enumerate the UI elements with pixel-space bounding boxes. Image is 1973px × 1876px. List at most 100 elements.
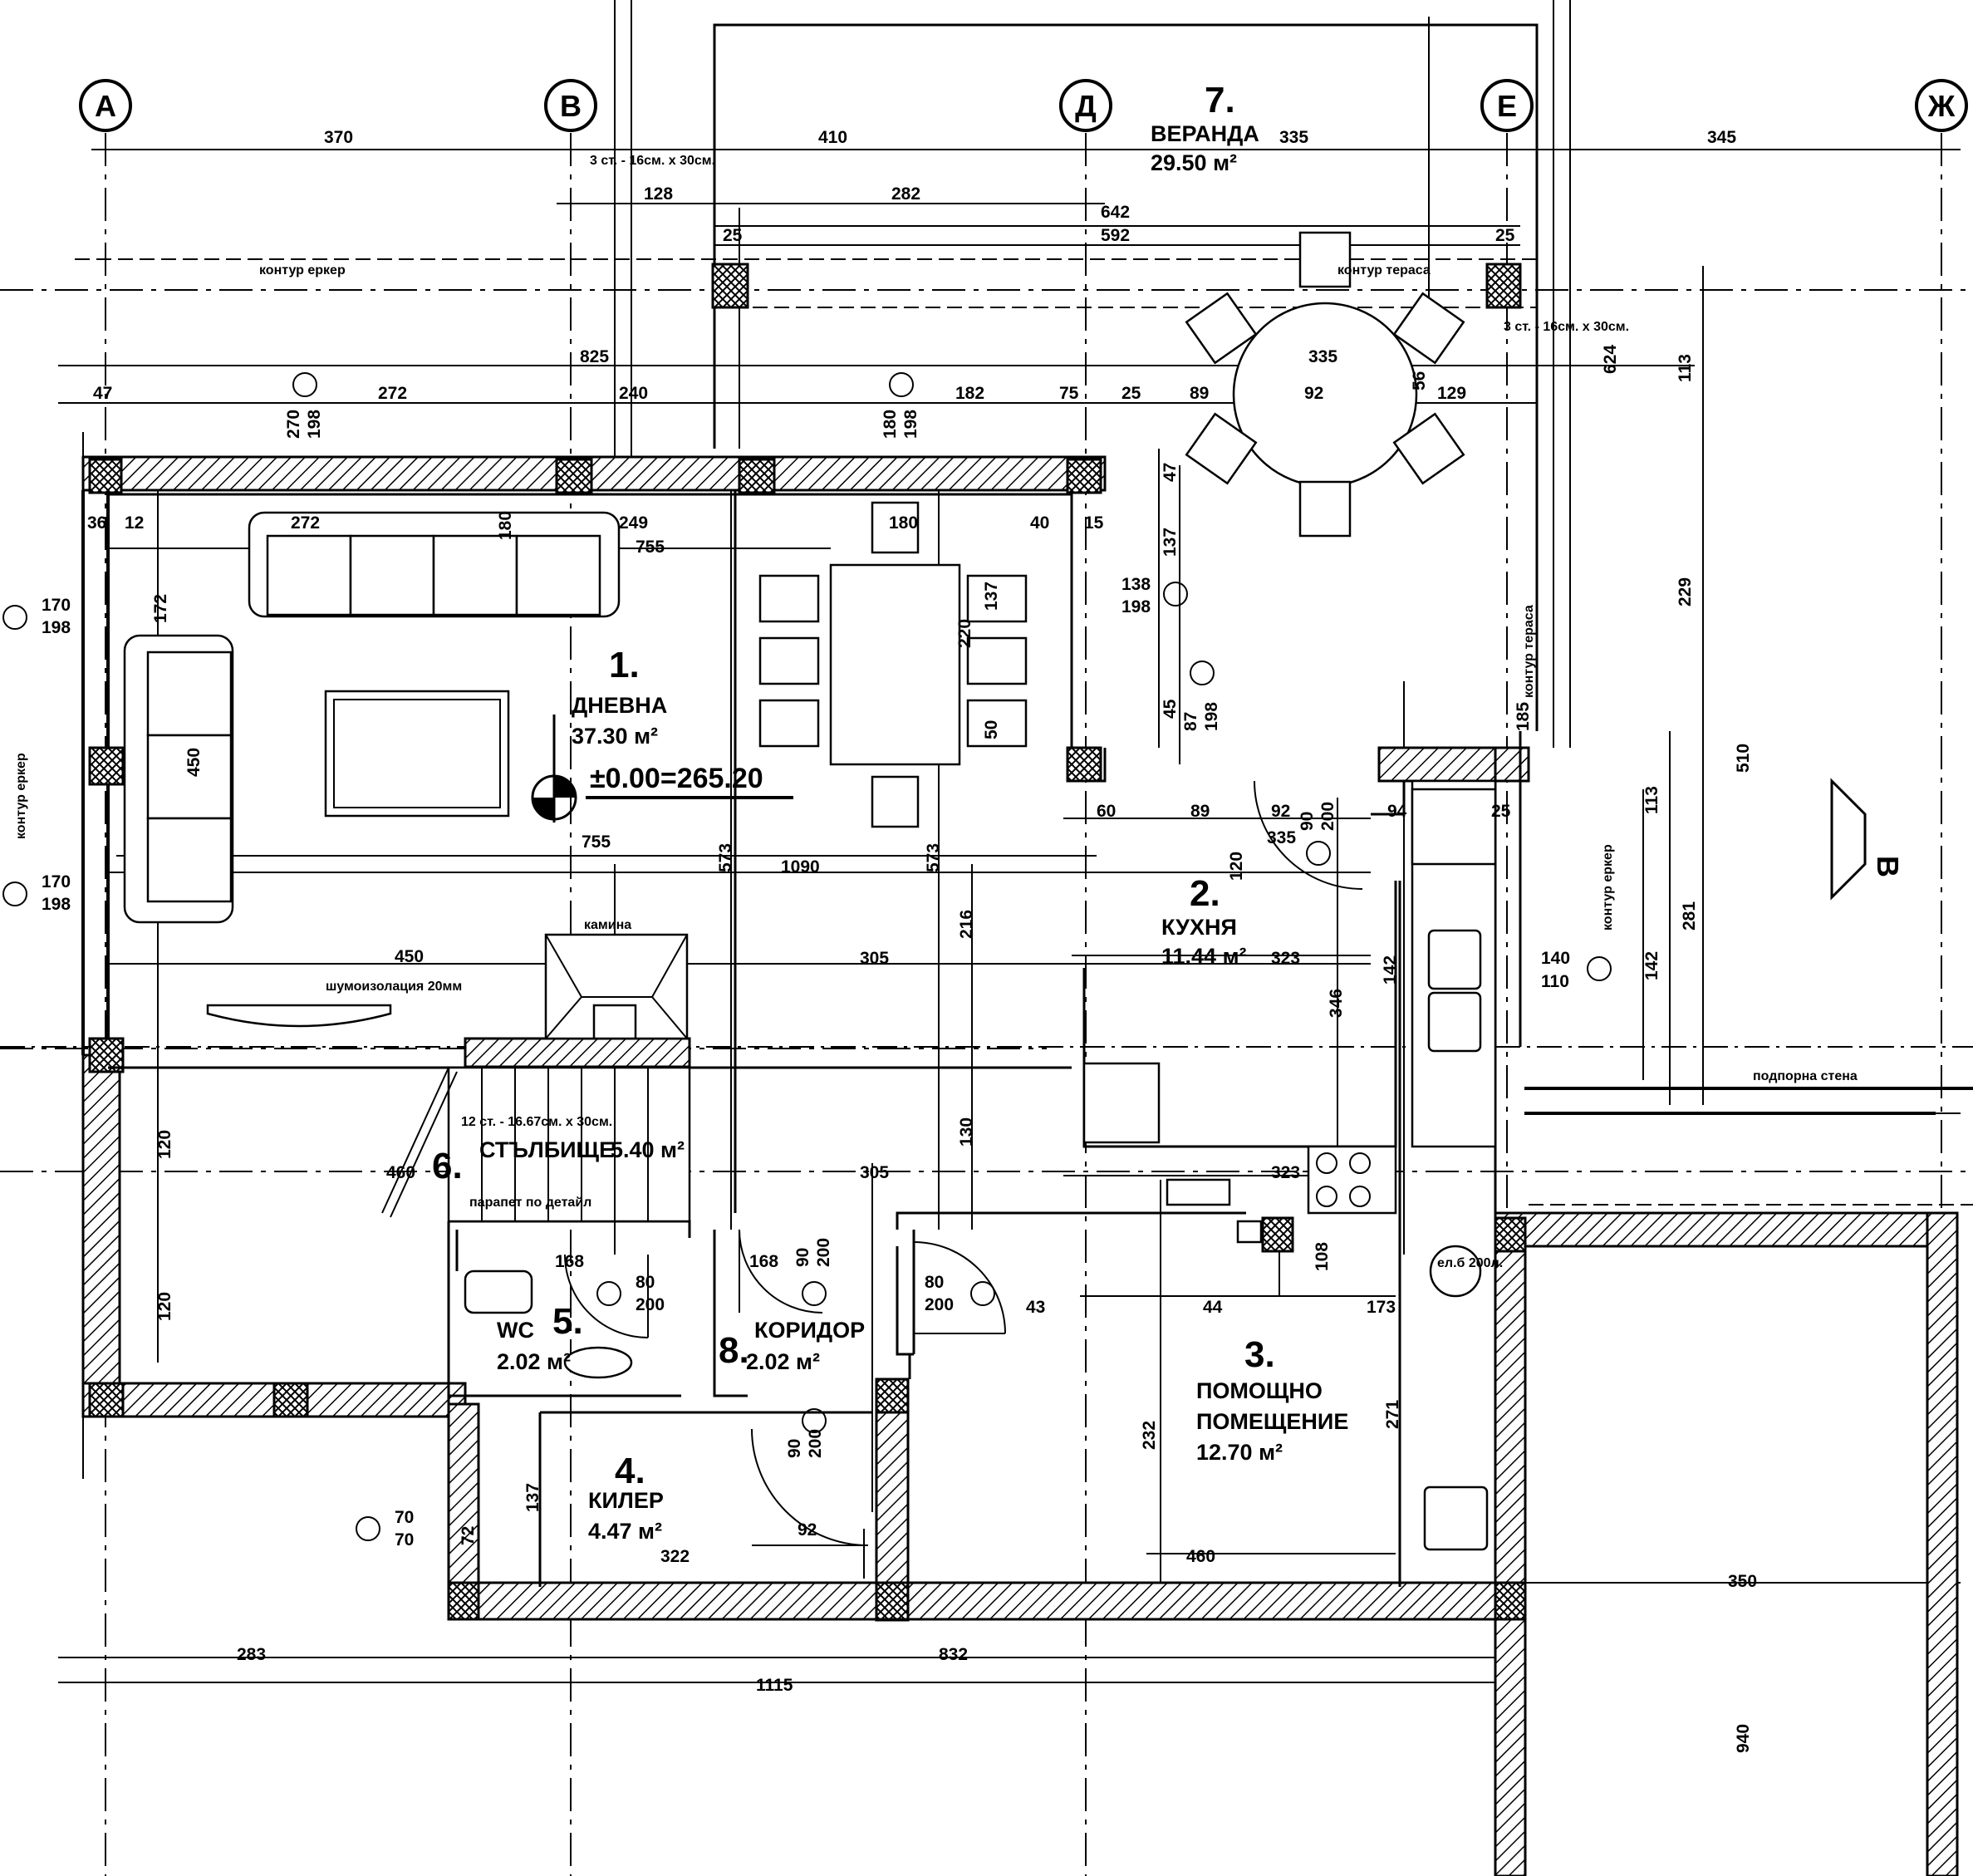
svg-text:130: 130 (957, 1117, 976, 1147)
svg-text:142: 142 (1642, 951, 1661, 980)
svg-text:198: 198 (901, 410, 920, 439)
svg-text:281: 281 (1680, 901, 1699, 931)
svg-text:92: 92 (798, 1520, 817, 1540)
svg-text:120: 120 (155, 1130, 174, 1159)
dimension-texts: 370 410 335 345 128 282 642 592 25 25 47… (87, 128, 1757, 1753)
svg-text:755: 755 (636, 538, 665, 557)
level-mark: ±0.00=265.20 (531, 715, 793, 823)
svg-text:92: 92 (1271, 802, 1290, 821)
svg-text:322: 322 (660, 1547, 690, 1566)
svg-text:87: 87 (1181, 712, 1200, 731)
svg-text:25: 25 (1121, 384, 1141, 403)
svg-text:44: 44 (1203, 1298, 1223, 1317)
svg-text:198: 198 (1202, 702, 1221, 731)
svg-text:180: 180 (496, 511, 515, 540)
wall-left-lower (81, 1053, 121, 1406)
svg-text:198: 198 (1121, 597, 1151, 616)
svg-text:172: 172 (151, 594, 170, 623)
stairs (381, 1066, 691, 1223)
svg-text:120: 120 (155, 1292, 174, 1321)
svg-text:170: 170 (42, 872, 71, 891)
wc-fixtures (464, 1269, 633, 1379)
svg-text:460: 460 (1186, 1547, 1215, 1566)
svg-text:168: 168 (555, 1252, 584, 1271)
columns (88, 263, 1527, 1621)
svg-text:КОРИДОР: КОРИДОР (754, 1318, 865, 1343)
svg-text:137: 137 (523, 1483, 542, 1512)
svg-text:Е: Е (1497, 89, 1517, 123)
svg-text:92: 92 (1304, 384, 1323, 403)
svg-text:755: 755 (582, 832, 611, 852)
axis-bubble-d: Д (1059, 79, 1112, 132)
svg-text:80: 80 (925, 1273, 944, 1292)
svg-text:45: 45 (1161, 699, 1180, 719)
svg-text:271: 271 (1383, 1400, 1402, 1429)
svg-text:138: 138 (1121, 575, 1151, 594)
svg-text:36: 36 (87, 513, 106, 533)
svg-text:контур еркер: контур еркер (14, 753, 28, 839)
wall-pantry-right (875, 1378, 910, 1622)
svg-text:40: 40 (1030, 513, 1049, 533)
svg-text:КУХНЯ: КУХНЯ (1161, 915, 1237, 940)
svg-text:94: 94 (1387, 802, 1407, 821)
svg-text:3.: 3. (1244, 1334, 1275, 1375)
svg-text:4.47 м²: 4.47 м² (588, 1519, 662, 1544)
svg-text:305: 305 (860, 1163, 889, 1182)
svg-text:камина: камина (584, 918, 631, 932)
svg-text:70: 70 (395, 1508, 414, 1527)
axis-bubble-j: Ж (1915, 79, 1968, 132)
svg-text:137: 137 (1161, 528, 1180, 557)
wall-stair-top (464, 1037, 691, 1068)
wall-right-top (1494, 1211, 1958, 1248)
svg-text:182: 182 (955, 384, 984, 403)
svg-text:229: 229 (1676, 577, 1695, 607)
svg-text:3 ст. - 16см. х 30см.: 3 ст. - 16см. х 30см. (590, 154, 715, 168)
svg-text:573: 573 (716, 843, 735, 872)
svg-text:198: 198 (42, 618, 71, 637)
svg-text:142: 142 (1381, 955, 1400, 985)
svg-text:контур еркер: контур еркер (259, 263, 346, 277)
svg-text:парапет по детайл: парапет по детайл (469, 1196, 591, 1210)
svg-text:47: 47 (1161, 463, 1180, 482)
svg-text:128: 128 (644, 184, 673, 204)
svg-text:129: 129 (1437, 384, 1466, 403)
svg-text:140: 140 (1541, 949, 1570, 968)
svg-text:410: 410 (818, 128, 847, 147)
tv-cabinet (206, 1004, 392, 1028)
dining-table (758, 501, 1028, 828)
room-label-6: 6. СТЪЛБИЩЕ 5.40 м² (432, 1137, 685, 1186)
svg-text:СТЪЛБИЩЕ: СТЪЛБИЩЕ (479, 1137, 614, 1162)
svg-text:72: 72 (459, 1526, 478, 1545)
svg-text:ДНЕВНА: ДНЕВНА (572, 693, 667, 718)
svg-text:ВЕРАНДА: ВЕРАНДА (1151, 121, 1259, 146)
svg-text:200: 200 (636, 1295, 665, 1314)
svg-text:11.44 м²: 11.44 м² (1161, 944, 1247, 969)
svg-text:контур тераса: контур тераса (1522, 605, 1536, 698)
svg-text:56: 56 (1410, 371, 1429, 390)
svg-text:2.02 м²: 2.02 м² (497, 1349, 571, 1374)
svg-text:70: 70 (395, 1530, 414, 1549)
svg-text:Ж: Ж (1927, 89, 1956, 123)
room-label-4: 4. КИЛЕР 4.47 м² (588, 1451, 664, 1544)
svg-text:450: 450 (395, 947, 424, 966)
svg-text:WC: WC (497, 1318, 534, 1343)
room-label-2: 2. КУХНЯ 11.44 м² (1161, 873, 1247, 969)
svg-text:90: 90 (1298, 812, 1317, 831)
room-label-5: 5. WC 2.02 м² (497, 1301, 583, 1374)
svg-text:249: 249 (619, 513, 648, 533)
svg-text:272: 272 (291, 513, 320, 533)
svg-text:4.: 4. (615, 1451, 645, 1491)
svg-text:ел.б 200л.: ел.б 200л. (1437, 1256, 1503, 1270)
room-label-3: 3. ПОМОЩНО ПОМЕЩЕНИЕ 12.70 м² (1196, 1334, 1348, 1465)
svg-text:КИЛЕР: КИЛЕР (588, 1488, 664, 1513)
svg-text:В: В (1871, 856, 1905, 877)
svg-text:80: 80 (636, 1273, 655, 1292)
wall-kitchen-top (1377, 746, 1530, 783)
svg-text:43: 43 (1026, 1298, 1045, 1317)
veranda-outline (0, 0, 1973, 1048)
